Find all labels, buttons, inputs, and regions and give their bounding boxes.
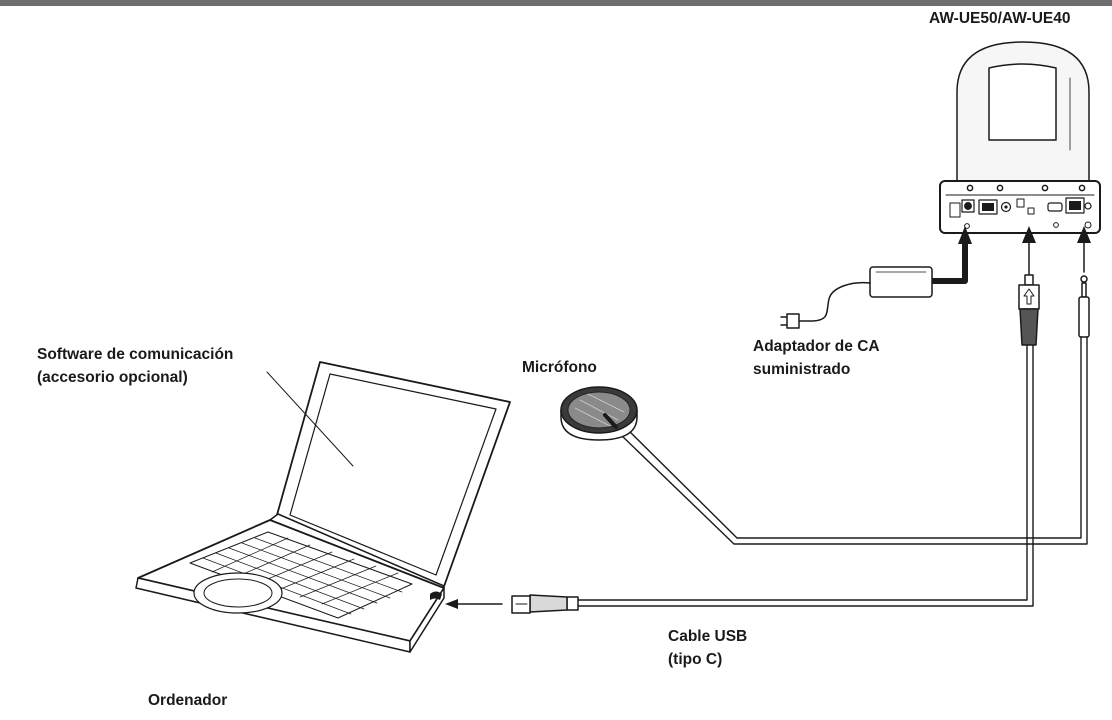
software-label-line1: Software de comunicación xyxy=(37,346,234,363)
microphone-label: Micrófono xyxy=(522,359,597,376)
ac-adapter-label-line2: suministrado xyxy=(753,361,851,378)
microphone-icon xyxy=(560,386,638,441)
software-label-line2: (accesorio opcional) xyxy=(37,369,188,386)
usb-cable-label-line1: Cable USB xyxy=(668,628,748,645)
computer-label: Ordenador xyxy=(148,692,228,709)
camera-icon xyxy=(939,41,1101,234)
ac-adapter-icon xyxy=(798,226,972,322)
header-bar xyxy=(0,0,1112,6)
usb-connector-icon xyxy=(1018,226,1040,346)
usb-plug-laptop-side xyxy=(445,594,579,614)
laptop-icon xyxy=(135,361,511,653)
power-plug-icon xyxy=(780,313,800,329)
software-leader-line xyxy=(266,371,354,467)
usb-cable-label-line2: (tipo C) xyxy=(668,651,723,668)
ac-adapter-label-line1: Adaptador de CA xyxy=(753,338,880,355)
audio-jack-icon xyxy=(1077,226,1091,338)
camera-model-label: AW-UE50/AW-UE40 xyxy=(929,10,1071,27)
